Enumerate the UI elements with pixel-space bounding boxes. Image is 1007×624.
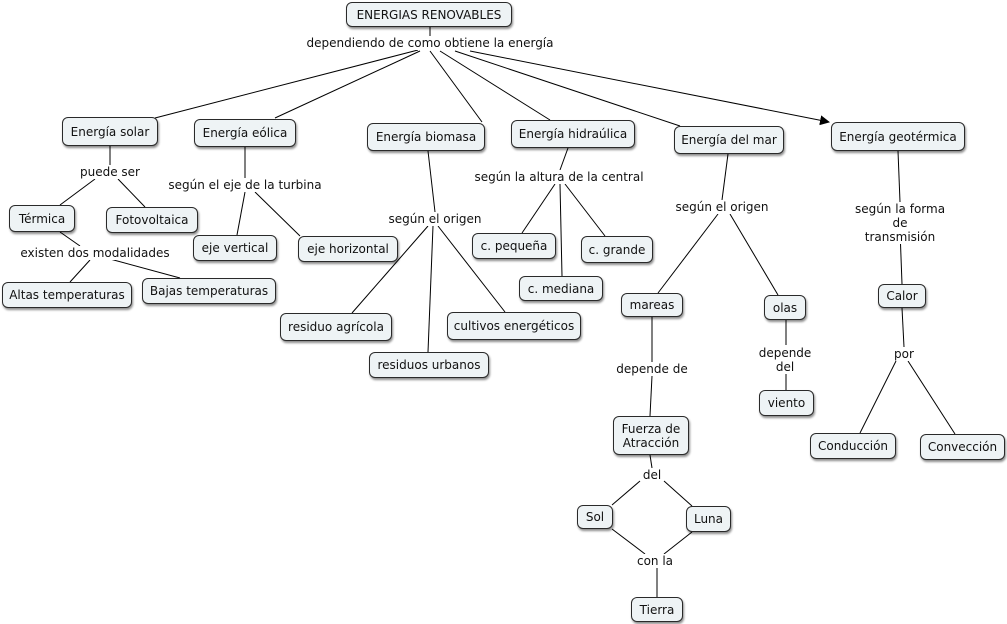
concept-c-pequena[interactable]: c. pequeña — [472, 233, 556, 259]
concept-c-mediana[interactable]: c. mediana — [519, 276, 603, 301]
link-segun-origen-mar: según el origen — [673, 200, 771, 214]
concept-fuerza-de-atraccion[interactable]: Fuerza de Atracción — [613, 416, 689, 455]
link-dependiendo: dependiendo de como obtiene la energía — [304, 36, 556, 50]
concept-bajas-temperaturas[interactable]: Bajas temperaturas — [142, 278, 276, 304]
link-depende-del: depende del — [756, 346, 814, 374]
concept-altas-temperaturas[interactable]: Altas temperaturas — [2, 282, 132, 308]
concept-mareas[interactable]: mareas — [621, 293, 683, 317]
concept-energia-biomasa[interactable]: Energía biomasa — [367, 123, 485, 151]
link-segun-forma-transmision: según la forma de transmisión — [846, 202, 954, 244]
concept-eje-vertical[interactable]: eje vertical — [193, 235, 277, 261]
concept-energias-renovables[interactable]: ENERGIAS RENOVABLES — [346, 2, 512, 27]
concept-energia-del-mar[interactable]: Energía del mar — [674, 126, 784, 154]
link-puede-ser: puede ser — [78, 165, 142, 179]
link-segun-origen-biomasa: según el origen — [386, 212, 484, 226]
link-por: por — [892, 347, 916, 361]
link-segun-eje-turbina: según el eje de la turbina — [166, 178, 324, 192]
concept-eje-horizontal[interactable]: eje horizontal — [298, 236, 398, 262]
concept-luna[interactable]: Luna — [686, 506, 731, 532]
concept-energia-hidraulica[interactable]: Energía hidraúlica — [511, 120, 635, 148]
concept-c-grande[interactable]: c. grande — [581, 236, 653, 263]
link-segun-altura-central: según la altura de la central — [472, 170, 646, 184]
concept-termica[interactable]: Térmica — [9, 205, 75, 232]
link-con-la: con la — [634, 554, 676, 568]
concept-calor[interactable]: Calor — [878, 284, 926, 308]
concept-residuo-agricola[interactable]: residuo agrícola — [280, 313, 392, 341]
link-del: del — [640, 468, 664, 482]
concept-olas[interactable]: olas — [764, 295, 806, 320]
link-depende-de: depende de — [614, 362, 690, 376]
concept-conveccion[interactable]: Convección — [920, 434, 1005, 460]
concept-energia-geotermica[interactable]: Energía geotérmica — [831, 122, 965, 151]
concept-cultivos-energeticos[interactable]: cultivos energéticos — [447, 312, 581, 340]
concept-residuos-urbanos[interactable]: residuos urbanos — [369, 352, 489, 378]
concept-conduccion[interactable]: Conducción — [810, 433, 896, 459]
concept-energia-eolica[interactable]: Energía eólica — [194, 119, 296, 147]
concept-fotovoltaica[interactable]: Fotovoltaica — [106, 207, 198, 233]
concept-sol[interactable]: Sol — [577, 505, 613, 529]
concept-tierra[interactable]: Tierra — [631, 597, 683, 622]
concept-energia-solar[interactable]: Energía solar — [62, 117, 158, 146]
concept-viento[interactable]: viento — [759, 390, 814, 416]
link-existen-dos-modalidades: existen dos modalidades — [18, 246, 172, 260]
